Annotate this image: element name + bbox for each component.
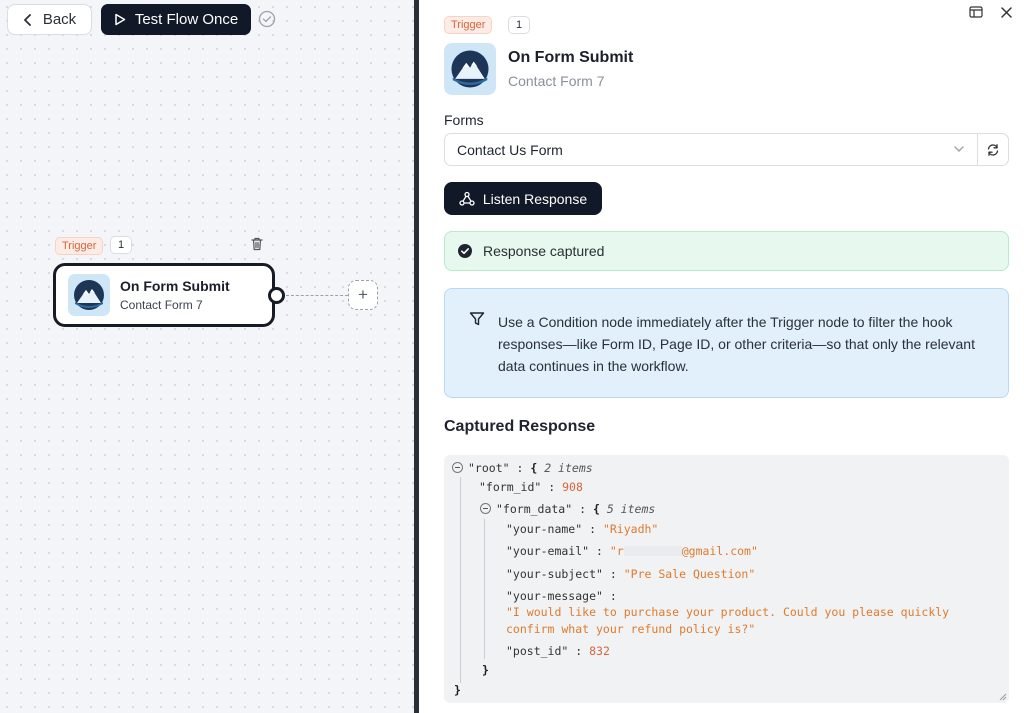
add-node-button[interactable]: + — [348, 280, 378, 310]
expand-panel-icon[interactable] — [969, 6, 983, 18]
filter-icon — [469, 312, 485, 326]
resize-handle-icon[interactable] — [998, 692, 1007, 701]
play-icon — [115, 13, 126, 26]
panel-trigger-badge: Trigger — [444, 16, 493, 34]
json-form-id-line: "form_id" : 908 — [479, 480, 583, 494]
json-inner-close-brace: } — [482, 663, 489, 677]
check-circle-filled-icon — [458, 244, 472, 258]
panel-subtitle: Contact Form 7 — [508, 73, 605, 89]
plus-icon: + — [358, 285, 368, 304]
refresh-icon — [987, 143, 999, 156]
refresh-forms-button[interactable] — [977, 133, 1009, 166]
json-name-line: "your-name" : "Riyadh" — [506, 522, 659, 536]
close-icon[interactable] — [1001, 6, 1012, 18]
mountain-icon — [444, 43, 496, 95]
panel-count-badge: 1 — [508, 16, 531, 34]
forms-select[interactable]: Contact Us Form — [444, 133, 978, 166]
check-circle-icon — [258, 10, 276, 28]
json-email-line: "your-email" : "r@gmail.com" — [506, 544, 758, 558]
json-form-data-line: "form_data" : { 5 items — [480, 502, 655, 516]
condition-hint-text: Use a Condition node immediately after t… — [498, 314, 975, 374]
json-root-line: "root" : { 2 items — [452, 461, 593, 475]
listen-response-label: Listen Response — [482, 190, 588, 207]
collapse-icon[interactable] — [480, 503, 491, 514]
node-connector — [286, 295, 348, 296]
test-flow-button[interactable]: Test Flow Once — [101, 4, 251, 35]
listen-response-button[interactable]: Listen Response — [444, 182, 602, 215]
mountain-icon — [68, 274, 110, 316]
delete-node-button[interactable] — [247, 234, 267, 254]
node-trigger-badge: Trigger — [55, 237, 104, 255]
json-root-close-brace: } — [454, 683, 461, 697]
panel-title: On Form Submit — [508, 49, 634, 66]
json-viewer[interactable]: "root" : { 2 items "form_id" : 908 "form… — [444, 455, 1009, 703]
chevron-left-icon — [23, 13, 31, 26]
node-count-badge: 1 — [110, 236, 133, 254]
webhook-icon — [459, 191, 475, 206]
captured-response-title: Captured Response — [444, 418, 596, 435]
node-output-port[interactable] — [268, 287, 285, 304]
redacted-block — [623, 546, 682, 556]
json-message-value-line1: "I would like to purchase your product. … — [506, 605, 950, 619]
json-message-key-line: "your-message" : — [506, 589, 617, 603]
chevron-down-icon — [954, 146, 964, 152]
test-flow-label: Test Flow Once — [134, 11, 239, 28]
json-post-id-line: "post_id" : 832 — [506, 644, 610, 658]
response-captured-alert: Response captured — [444, 231, 1009, 271]
condition-hint-alert: Use a Condition node immediately after t… — [444, 288, 1009, 398]
node-title: On Form Submit — [120, 278, 230, 294]
node-config-panel: Trigger 1 On Form Submit Contact Form 7 … — [419, 0, 1024, 713]
panel-divider[interactable] — [414, 0, 419, 713]
forms-label: Forms — [444, 112, 484, 128]
response-captured-text: Response captured — [483, 243, 605, 259]
forms-select-value: Contact Us Form — [457, 141, 563, 158]
json-subject-line: "your-subject" : "Pre Sale Question" — [506, 567, 756, 581]
node-subtitle: Contact Form 7 — [120, 298, 203, 312]
trash-icon — [251, 237, 263, 251]
json-message-value-line2: confirm what your refund policy is?" — [506, 622, 756, 636]
trigger-node[interactable]: On Form Submit Contact Form 7 — [53, 263, 275, 327]
flow-canvas[interactable]: Back Test Flow Once Trigger 1 On Form Su… — [0, 0, 416, 713]
collapse-icon[interactable] — [452, 462, 463, 473]
back-label: Back — [42, 11, 77, 28]
back-button[interactable]: Back — [7, 4, 92, 35]
